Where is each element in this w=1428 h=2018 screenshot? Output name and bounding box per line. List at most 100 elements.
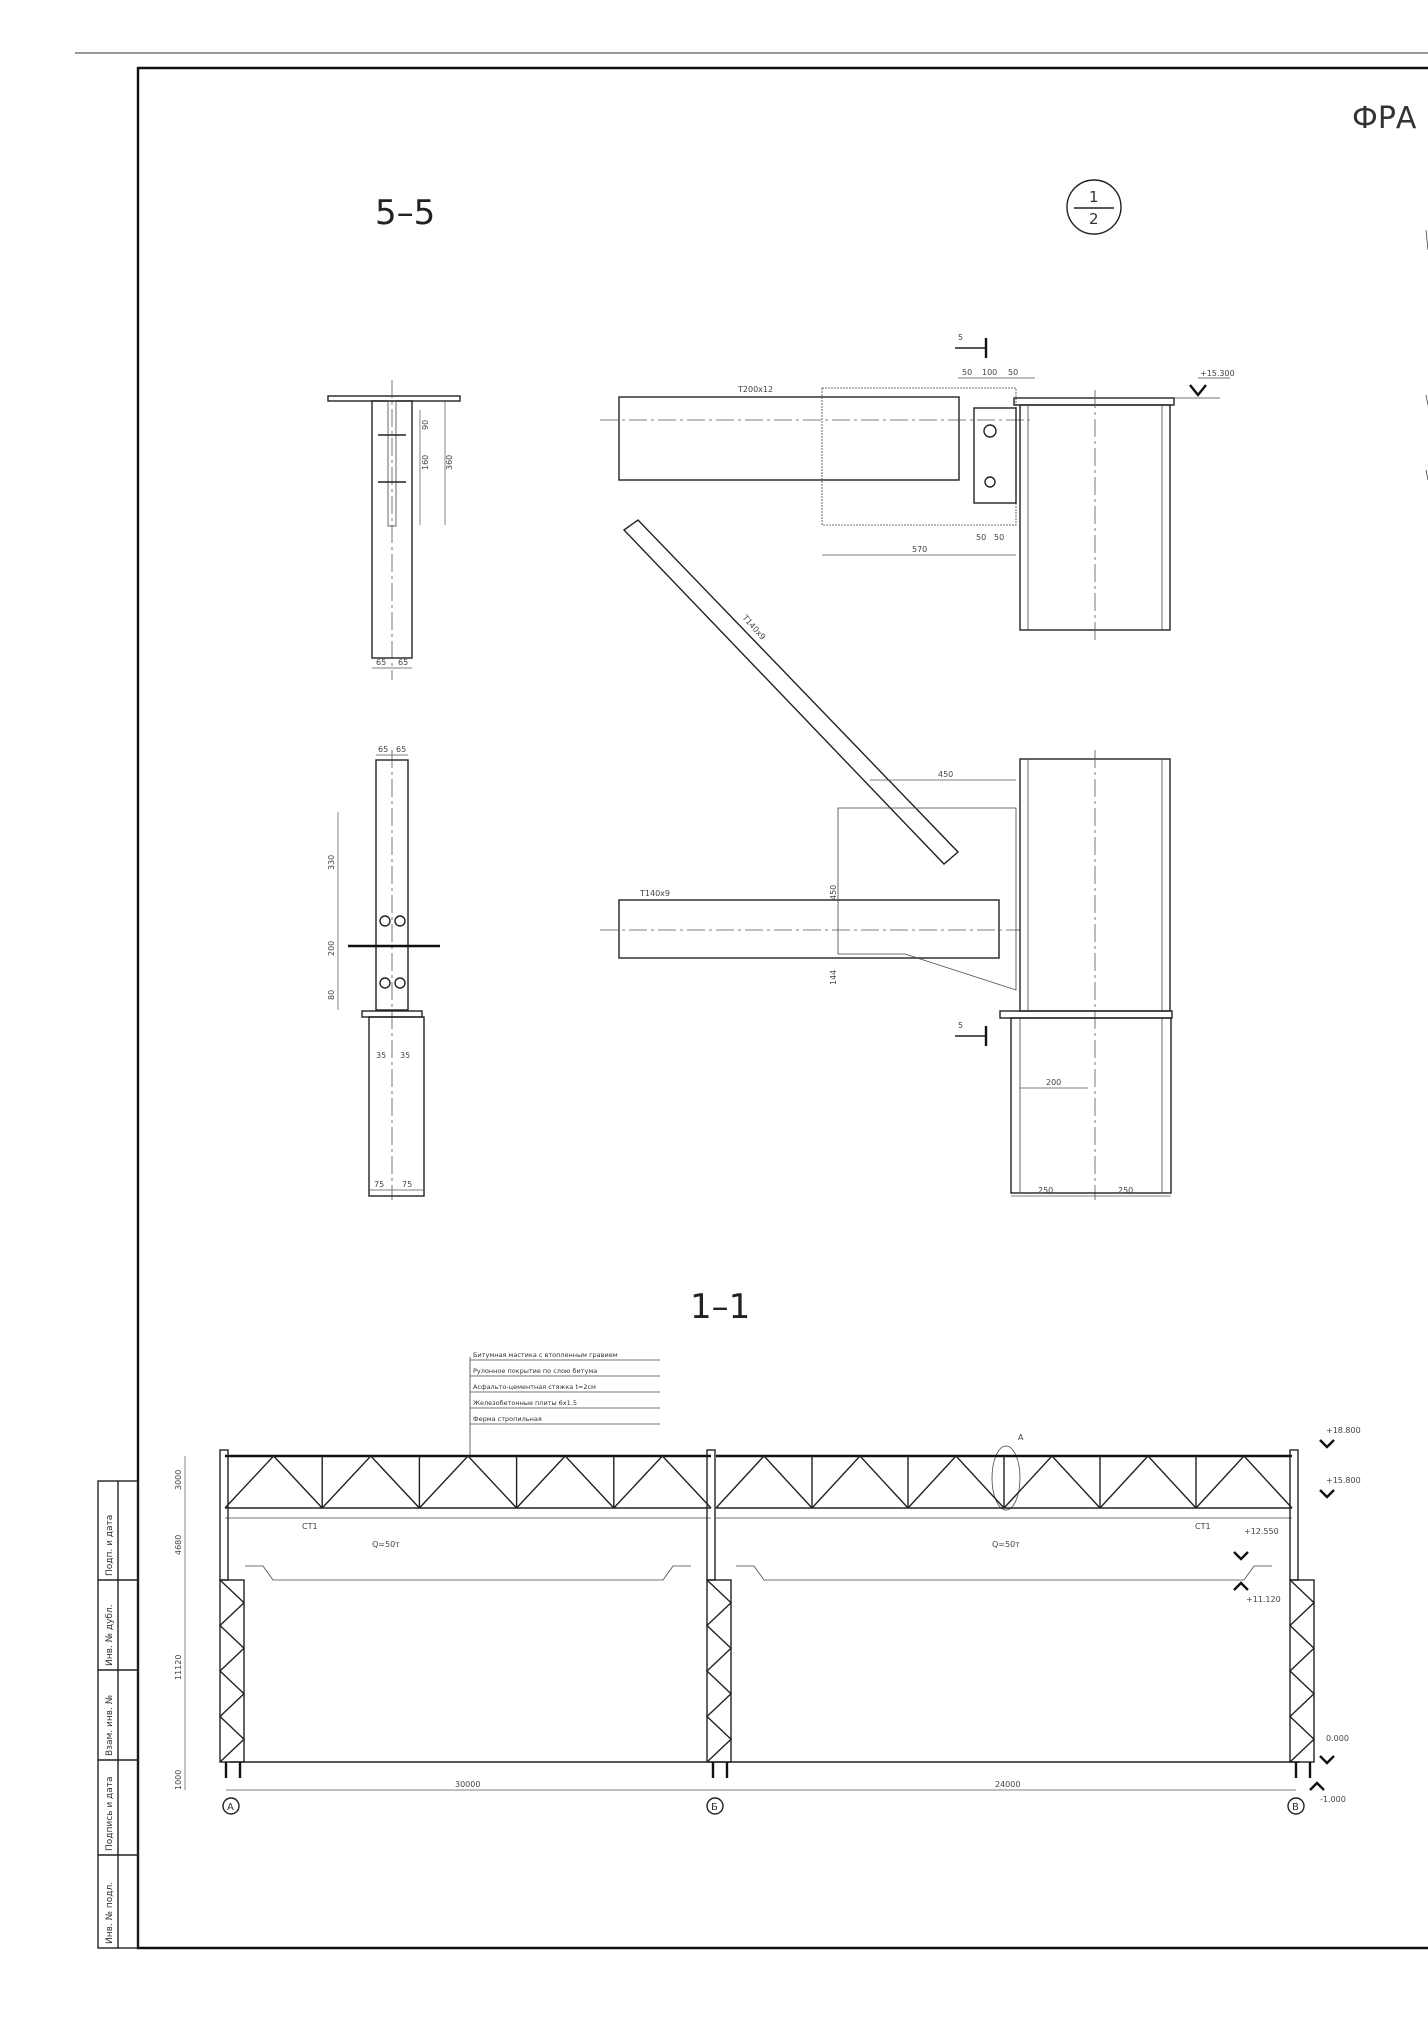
dim-label: 35: [376, 1051, 386, 1060]
axis-label: Б: [711, 1802, 718, 1813]
dim-label: 250: [1118, 1186, 1133, 1195]
roof-layer-label: Рулонное покрытие по слою битума: [473, 1367, 597, 1375]
tb-label-3: Инв. № дубл.: [105, 1604, 115, 1666]
dim-label: 200: [1046, 1078, 1061, 1087]
dim-label: 50: [994, 533, 1004, 542]
node-reference-circle: 1 2: [1066, 179, 1122, 235]
crane-capacity-label: Q=50т: [992, 1540, 1020, 1549]
vertical-dim-label: 11120: [174, 1655, 183, 1680]
section-mark-5-top: 5: [955, 333, 988, 358]
dim-label: 200: [327, 941, 336, 956]
column-upper-part: [219, 1449, 229, 1581]
roof-layer-label: Асфальто-цементная стяжка t=2см: [473, 1383, 596, 1391]
roof-layer-label: Железобетонные плиты 6х1.5: [473, 1399, 577, 1407]
elevation-label: +18.800: [1326, 1426, 1361, 1435]
truss-diagonal: [715, 1454, 813, 1509]
dim-label: 65: [376, 658, 386, 667]
dim-label: 65: [396, 745, 406, 754]
elevation-label: 0.000: [1326, 1734, 1349, 1743]
elevation-label: +15.800: [1326, 1476, 1361, 1485]
axis-v: В: [1287, 1797, 1305, 1815]
vertical-dim-label: 3000: [174, 1470, 183, 1490]
truss-diagonal: [1099, 1454, 1197, 1509]
column-lower-part: [1289, 1579, 1315, 1763]
crane-outline: [245, 1565, 691, 1581]
dim-label: 90: [421, 420, 430, 430]
section-1-1-title: 1–1: [690, 1287, 750, 1327]
column-lattice: [218, 1579, 246, 1763]
dim-label: 50: [976, 533, 986, 542]
tb-label-1: Подпись и дата: [105, 1776, 115, 1851]
truss-diagonal: [811, 1454, 909, 1509]
tie-label: СТ1: [1195, 1522, 1211, 1531]
column-lower-part: [219, 1579, 245, 1763]
dim-label: 50: [1008, 368, 1018, 377]
title-block-strip: Подп. и дата Инв. № дубл. Взам. инв. № П…: [97, 1480, 139, 1949]
dim-label: 450: [938, 770, 953, 779]
roof-layers-callout: Битумная мастика с втопленным гравием Ру…: [469, 1351, 660, 1456]
node-ref-bottom: 2: [1089, 210, 1099, 228]
frame-section-1-1: Битумная мастика с втопленным гравием Ру…: [174, 1351, 1361, 1815]
dim-label: 330: [327, 855, 336, 870]
column-lower-part: [706, 1579, 732, 1763]
roof-layer-label: Битумная мастика с втопленным гравием: [473, 1351, 618, 1359]
node-callout-label: А: [1018, 1433, 1024, 1442]
axis-b: Б: [706, 1797, 724, 1815]
vertical-dim-label: 4680: [174, 1535, 183, 1555]
tb-label-2: Взам. инв. №: [105, 1695, 115, 1756]
axis-label: В: [1292, 1802, 1299, 1813]
dim-label: 570: [912, 545, 927, 554]
elevation-label: +15.300: [1200, 369, 1235, 378]
tb-label-4: Подп. и дата: [105, 1515, 115, 1576]
diagonal-label: T140x9: [740, 613, 767, 642]
dim-label: 35: [400, 1051, 410, 1060]
column-upper-part: [1289, 1449, 1299, 1581]
axis-a: А: [222, 1797, 240, 1815]
truss-diagonal: [907, 1454, 1005, 1509]
dim-label: 360: [445, 455, 454, 470]
truss-diagonal: [321, 1454, 420, 1509]
section-mark-5-bottom: 5: [955, 1021, 988, 1046]
tb-label-0: Инв. № подл.: [105, 1882, 115, 1944]
span-dim-label: 24000: [995, 1780, 1020, 1789]
column-lattice: [1288, 1579, 1316, 1763]
truss-diagonal: [613, 1454, 712, 1509]
dim-label: 160: [421, 455, 430, 470]
crane-capacity-label: Q=50т: [372, 1540, 400, 1549]
section-5-5-view: 90 160 360 65 65 65 65 330 200 80 35 35 …: [327, 380, 461, 1200]
tie-label: СТ1: [302, 1522, 318, 1531]
truss-diagonal: [1003, 1454, 1101, 1509]
node-ref-top: 1: [1089, 188, 1099, 206]
dim-label: 144: [829, 970, 838, 985]
truss-diagonal: [1195, 1454, 1293, 1509]
section-mark-label: 5: [958, 333, 963, 342]
sheet-title: ФРА: [1352, 101, 1417, 136]
section-5-5-title: 5–5: [375, 193, 435, 233]
roof-layer-label: Ферма стропильная: [473, 1415, 542, 1423]
span-dim-label: 30000: [455, 1780, 480, 1789]
truss-diagonal: [516, 1454, 615, 1509]
axis-label: А: [227, 1802, 234, 1813]
elevation-label: +11.120: [1246, 1595, 1281, 1604]
column-upper-part: [706, 1449, 716, 1581]
top-chord-label: T200x12: [737, 385, 773, 394]
elevation-mark-15300: +15.300: [1175, 369, 1235, 399]
dim-label: 80: [327, 990, 336, 1000]
truss-node-detail: T200x12 50 100 50 50 50 570 5 +15.300 T1…: [600, 333, 1235, 1200]
node-a-callout: [991, 1445, 1021, 1511]
dim-label: 65: [378, 745, 388, 754]
elevation-label: +12.550: [1244, 1527, 1279, 1536]
elevation-marks: +18.800 +15.800 +12.550 +11.120 0.000 -1…: [1233, 1426, 1361, 1804]
dim-label: 250: [1038, 1186, 1053, 1195]
crane-outline: [736, 1565, 1272, 1581]
truss-diagonal: [418, 1454, 518, 1509]
sheet-frame: [136, 66, 1428, 1950]
vertical-dim-label: 1000: [174, 1770, 183, 1790]
column-lattice: [705, 1579, 733, 1763]
dim-label: 450: [829, 885, 838, 900]
bottom-chord-label: T140x9: [639, 889, 670, 898]
dim-label: 100: [982, 368, 997, 377]
dim-label: 50: [962, 368, 972, 377]
dim-label: 75: [402, 1180, 412, 1189]
